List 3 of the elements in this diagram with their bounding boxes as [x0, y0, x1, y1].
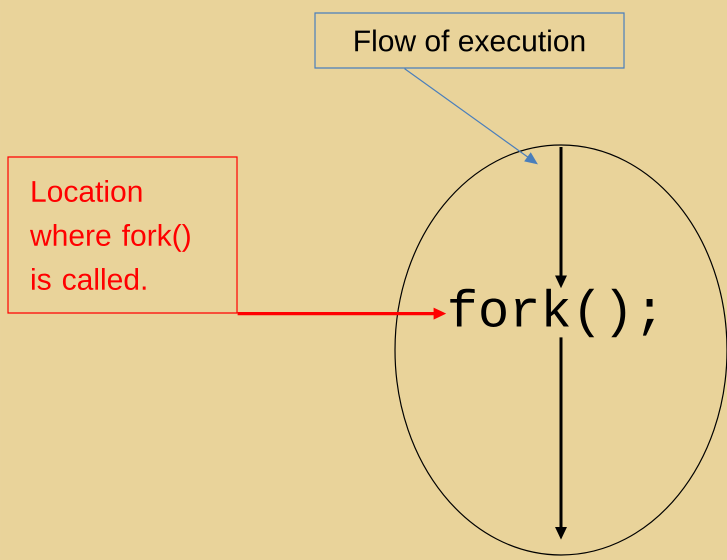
callout-box: Flow of execution — [314, 12, 625, 69]
callout-box: Location where fork() is called. — [7, 156, 238, 314]
code-text: fork(); — [450, 288, 654, 338]
